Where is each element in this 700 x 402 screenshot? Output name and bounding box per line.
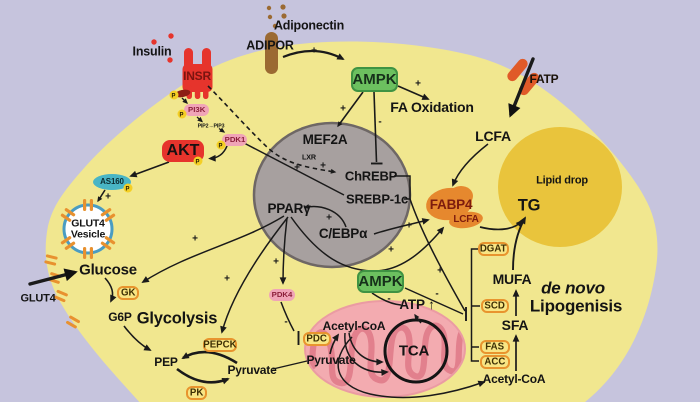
pep-label: PEP (154, 354, 178, 369)
as160-shape (93, 174, 131, 190)
insr-receptor (174, 48, 213, 99)
akt-box: AKT (162, 140, 204, 162)
acetyl-coa-mito-label: Acetyl-CoA (322, 318, 386, 333)
chrebp-label: ChREBP (344, 168, 398, 184)
fatp-transporter (507, 58, 540, 96)
plus-adipor-ampk: + (311, 45, 317, 57)
pdk1-box: PDK1 (222, 134, 247, 146)
as160-label: AS160 (100, 177, 124, 187)
pi3k-box: PI3K (184, 104, 209, 116)
glucose-label: Glucose (79, 261, 137, 279)
cebp-alpha-label: C/EBPα (318, 226, 368, 242)
minus-ampk-chrebp: - (378, 116, 382, 128)
pathway-connectors (28, 49, 535, 399)
plus-ppar-pepck: + (224, 273, 230, 285)
acetyl-coa-cytosol-label: Acetyl-CoA (482, 371, 546, 386)
minus-ampk-atp: - (387, 293, 391, 305)
plus-ampk-mef2a: + (340, 103, 346, 115)
insr-label: INSR (183, 68, 211, 83)
g6p-label: G6P (108, 309, 132, 324)
pyruvate-mito-label: Pyruvate (306, 352, 356, 367)
ampk-top-box: AMPK (351, 67, 398, 92)
lcfa-bound-label: LCFA (453, 213, 479, 225)
ampk-bottom-box: AMPK (357, 270, 404, 293)
tca-cycle-circle (383, 318, 449, 384)
plus-as160-vesicle: + (105, 191, 111, 203)
plus-ppar-gk: + (192, 233, 198, 245)
plus-cebp-fabp4: + (406, 220, 412, 232)
mufa-label: MUFA (492, 270, 532, 287)
glut4-extracellular-label: GLUT4 (20, 292, 56, 305)
pk-box: PK (186, 386, 207, 400)
plus-ppar-lcfa: + (388, 244, 394, 256)
acc-box: ACC (480, 355, 510, 369)
plus-srebp-enzymes: + (437, 265, 443, 277)
tca-label: TCA (398, 342, 430, 360)
fabp4-blob (426, 186, 483, 229)
adiponectin-label: Adiponectin (273, 18, 345, 33)
pepck-box: PEPCK (203, 338, 237, 352)
plus-ampk-faox: + (415, 78, 421, 90)
lipogenisis-label: Lipogenisis (529, 296, 623, 316)
minus-pdk4-pdc: - (284, 316, 288, 328)
mef2a-label: MEF2A (302, 132, 348, 148)
plus-ppar-pdk4: + (273, 256, 279, 268)
plus-cebp-ppar: + (326, 212, 332, 224)
pdk4-box: PDK4 (269, 289, 295, 301)
fas-box: FAS (480, 340, 510, 354)
pdc-box: PDC (303, 332, 331, 346)
adipor-receptor (265, 32, 278, 74)
pip2-pip3-label: PIP2→PIP3 (197, 122, 225, 129)
glycolysis-label: Glycolysis (136, 309, 218, 328)
phospho-badge-as160: P (123, 183, 133, 193)
tg-label: TG (517, 196, 541, 215)
plus-lxr-1: + (294, 162, 300, 174)
insulin-label: Insulin (132, 44, 172, 59)
dgat-box: DGAT (478, 242, 509, 256)
sfa-label: SFA (501, 316, 529, 333)
glut4-vesicle-shape (60, 199, 116, 259)
lcfa-top-label: LCFA (475, 127, 511, 144)
fabp4-label: FABP4 (429, 197, 473, 213)
mitochondrion (304, 300, 466, 398)
lipid-drop-label: Lipid drop (536, 174, 588, 187)
ppar-gamma-label: PPARγ (267, 201, 311, 217)
irs-substrate (174, 89, 191, 98)
fa-oxidation-label: FA Oxidation (390, 98, 474, 115)
phospho-badge-pdk1: P (216, 140, 226, 150)
phospho-badge-insr: P (169, 90, 179, 100)
adipor-label: ADIPOR (246, 38, 294, 53)
lxr-label: LXR (302, 153, 316, 162)
de-novo-label: de novo (541, 278, 605, 298)
atp-label: ATP ↑ (399, 297, 435, 313)
plus-lxr-2: + (320, 160, 326, 172)
phospho-badge-akt: P (193, 156, 203, 166)
phospho-badge-pi3k: P (177, 109, 187, 119)
srebp1c-label: SREBP-1c (346, 191, 408, 207)
fatp-label: FATP (529, 71, 559, 86)
insulin-dots (151, 33, 174, 63)
atp-up-arrow: ↑ (428, 297, 435, 313)
scd-box: SCD (481, 299, 509, 313)
pyruvate-cytosol-label: Pyruvate (227, 362, 277, 377)
gk-box: GK (117, 286, 139, 300)
minus-ampk-enzymes: - (435, 288, 439, 300)
lipid-droplet (498, 127, 622, 247)
adiponectin-dots (266, 4, 287, 29)
